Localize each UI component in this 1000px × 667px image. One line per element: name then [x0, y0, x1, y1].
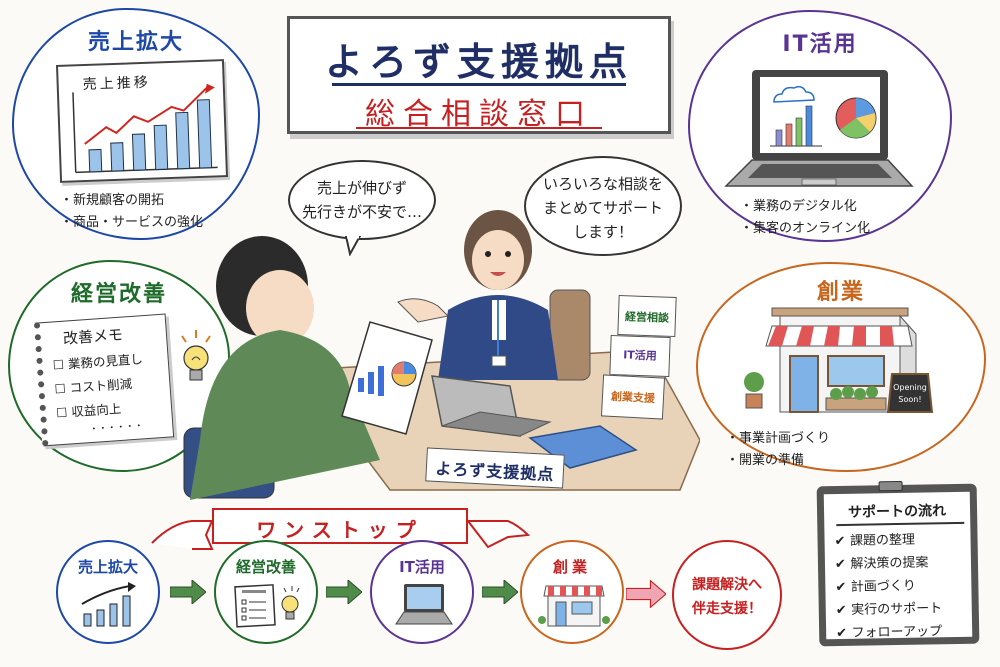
flow-arrow-icon [482, 580, 518, 604]
flow-arrow-icon [326, 580, 362, 604]
clipboard-clip [878, 480, 903, 492]
sales-expansion-bullets: 新規顧客の開拓 商品・サービスの強化 [60, 190, 203, 234]
page-subtitle: 総合相談窓口 [365, 97, 593, 132]
bullet-item: 事業計画づくり [726, 428, 830, 450]
speech-line: 売上が伸びず [316, 179, 407, 197]
bullet-item: 開業の準備 [726, 450, 830, 472]
support-flow-item: フォローアップ [836, 620, 943, 645]
svg-text:Soon!: Soon! [898, 395, 921, 404]
memo-ellipsis: ・・・・・・ [89, 421, 144, 436]
nameplate-text: よろず支援拠点 [434, 458, 555, 485]
desk-nameplate: よろず支援拠点 [425, 447, 565, 489]
laptop-icon [724, 70, 914, 187]
flow-step-sales-expansion: 売上拡大 [56, 540, 160, 644]
support-flow-item: 実行のサポート [836, 597, 943, 622]
subtitle-underline [356, 127, 602, 129]
startup-cloud: 創業 Opening Soon! 事業計画づくり 開業の準備 [696, 262, 986, 472]
flow-step-label: IT活用 [399, 558, 445, 576]
flow-step-startup: 創業 [520, 540, 624, 644]
bullet-item: 新規顧客の開拓 [60, 190, 203, 212]
consultant-speech-bubble: いろいろな相談を まとめてサポート します！ [524, 156, 682, 256]
laptop-icon [395, 584, 453, 625]
it-utilization-title: IT活用 [782, 32, 858, 57]
flow-step-it-utilization: IT活用 [370, 540, 474, 644]
flow-step-label: 創業 [552, 558, 591, 576]
goal-circle: 課題解決へ 伴走支援！ [672, 540, 782, 650]
memo-item: ☐ 業務の見直し [52, 351, 144, 373]
title-underline [332, 83, 626, 86]
improvement-memo-notebook: 改善メモ ☐ 業務の見直し ☐ コスト削減 ☐ 収益向上 ・・・・・・ [33, 313, 175, 447]
support-flow-list: 課題の整理 解決策の提案 計画づくり 実行のサポート フォローアップ [834, 528, 942, 645]
brochure-startup-support: 創業支援 [600, 374, 666, 420]
flow-arrow-icon [170, 580, 206, 604]
memo-lightbulb-icon [234, 584, 300, 628]
it-utilization-bullets: 業務のデジタル化 集客のオンライン化 [740, 196, 870, 240]
brochure-rack: 経営相談 IT活用 創業支援 [600, 295, 678, 420]
one-stop-label: ワンストップ [256, 518, 424, 542]
management-improvement-title: 経営改善 [70, 282, 167, 307]
storefront-icon: Opening Soon! [744, 307, 934, 413]
page-title: よろず支援拠点 [324, 40, 633, 84]
memo-title: 改善メモ [62, 325, 124, 348]
consultation-scene-illustration [183, 210, 700, 500]
sales-trend-chart: 売上推移 [55, 59, 229, 183]
client-speech-bubble: 売上が伸びず 先行きが不安で… [288, 160, 436, 240]
growth-chart-icon [81, 582, 136, 627]
support-flow-item: 課題の整理 [834, 528, 941, 553]
sales-expansion-cloud: 売上拡大 売上推移 新規顧客の開拓 商品・サービスの強化 [12, 8, 260, 240]
speech-line: します！ [572, 223, 633, 241]
bar-chart-icon [72, 83, 218, 174]
bullet-item: 商品・サービスの強化 [60, 212, 203, 234]
support-flow-clipboard: サポートの流れ 課題の整理 解決策の提案 計画づくり 実行のサポート フォローア… [816, 480, 980, 647]
flow-step-label: 売上拡大 [77, 558, 138, 576]
lightbulb-icon [181, 330, 211, 381]
support-flow-item: 計画づくり [835, 574, 942, 599]
sales-expansion-title: 売上拡大 [87, 30, 184, 55]
memo-item: ☐ 収益向上 [55, 400, 122, 421]
title-board: よろず支援拠点 総合相談窓口 [287, 16, 671, 134]
flow-step-management-improvement: 経営改善 [214, 540, 318, 644]
final-arrow-icon [626, 580, 666, 608]
client-speech-tail [344, 236, 362, 256]
speech-line: まとめてサポート [542, 199, 663, 217]
storefront-icon [538, 585, 610, 627]
flow-step-label: 経営改善 [235, 558, 296, 576]
bullet-item: 業務のデジタル化 [740, 196, 870, 218]
brochure-it-utilization: IT活用 [609, 334, 671, 378]
it-utilization-cloud: IT活用 業務のデジタル化 集客のオンライン化 [688, 10, 952, 242]
support-flow-underline [836, 521, 965, 526]
goal-line: 課題解決へ [692, 577, 762, 593]
ribbon-tails [151, 520, 530, 550]
speech-line: 先行きが不安で… [301, 203, 422, 221]
support-flow-title: サポートの流れ [847, 503, 947, 521]
bullet-item: 集客のオンライン化 [740, 218, 870, 240]
startup-title: 創業 [816, 280, 865, 305]
support-flow-item: 解決策の提案 [835, 551, 942, 576]
startup-bullets: 事業計画づくり 開業の準備 [726, 428, 830, 472]
clipboard-paper: サポートの流れ 課題の整理 解決策の提案 計画づくり 実行のサポート フォローア… [823, 491, 973, 641]
speech-line: いろいろな相談を [542, 175, 663, 193]
memo-item: ☐ コスト削減 [53, 376, 133, 397]
one-stop-ribbon: ワンストップ [212, 508, 468, 544]
goal-line: 伴走支援！ [692, 601, 762, 617]
opening-soon-sign: Opening [893, 383, 927, 392]
brochure-management-consultation: 経営相談 [617, 295, 677, 337]
